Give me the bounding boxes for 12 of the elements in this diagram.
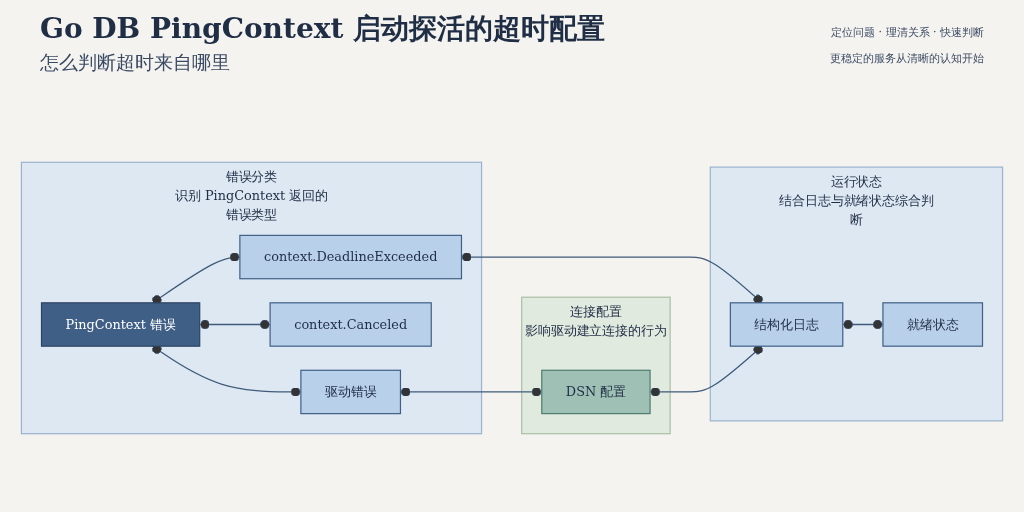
tagline: 更稳定的服务从清晰的认知开始 (830, 51, 984, 67)
tagline: 定位问题 · 理清关系 · 快速判断 (830, 25, 984, 41)
node-box: DSN 配置 (541, 369, 651, 415)
node-box: 结构化日志 (729, 302, 844, 347)
subtitle: 怎么判断超时来自哪里 (40, 50, 231, 75)
title: Go DB PingContext 启动探活的超时配置 (40, 11, 607, 47)
node-box: 驱动错误 (300, 369, 402, 415)
node-box: PingContext 错误 (40, 302, 201, 347)
connector (199, 319, 271, 330)
node-box: context.Canceled (269, 302, 432, 347)
node-box: context.DeadlineExceeded (239, 234, 463, 280)
node-box: 就绪状态 (882, 302, 984, 347)
